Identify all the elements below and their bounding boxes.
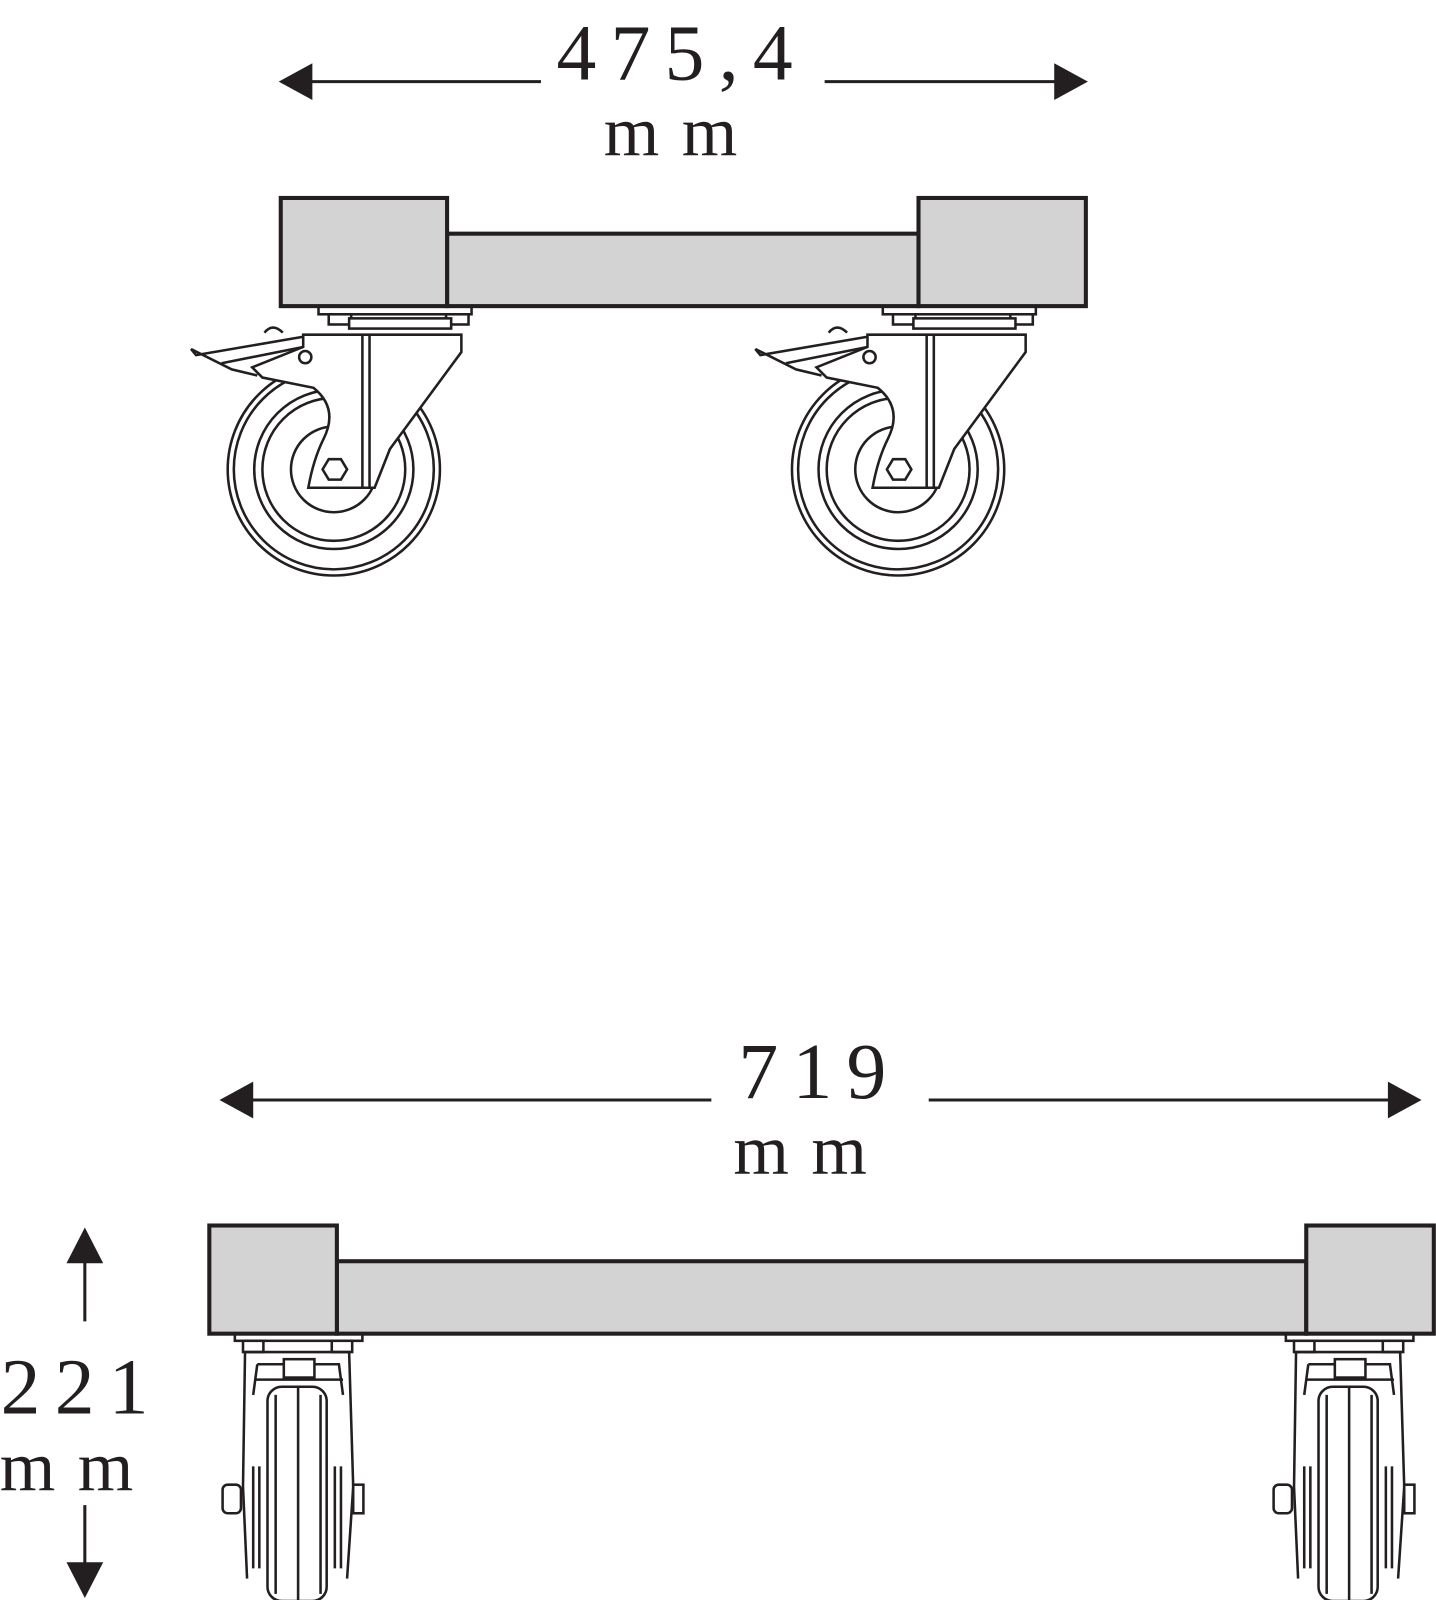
length-dimension-arrow [219,1081,1422,1119]
length-dimension-unit: mm [733,1110,889,1189]
height-dimension-arrow [66,1227,104,1598]
frame-side [278,195,1088,309]
arrowhead-right-icon [1054,63,1088,100]
frame-block-right [1304,1223,1436,1336]
caster-right-front [1272,1332,1416,1600]
caster-right-side [753,304,1038,577]
front-view: 719 mm 221 mm [0,1028,1436,1600]
height-dimension-value: 221 [1,1343,163,1431]
caster-left-front [221,1332,365,1600]
frame-block-left [207,1223,339,1336]
frame-crossbar [334,1259,1309,1336]
arrowhead-left-icon [278,63,313,100]
frame-block-right [916,195,1088,309]
arrowhead-right-icon [1387,1081,1422,1119]
width-dimension-arrow [278,63,1088,100]
arrowhead-left-icon [219,1081,254,1119]
frame-block-left [278,195,450,309]
frame-crossbar [445,231,921,309]
caster-left-side [189,304,473,577]
width-dimension-unit: mm [604,92,760,171]
length-dimension-value: 719 [738,1028,900,1116]
width-dimension-value: 475,4 [557,10,807,98]
height-dimension-unit: mm [0,1427,156,1506]
arrowhead-down-icon [66,1562,104,1598]
frame-front [207,1223,1436,1336]
side-view: 475,4 mm [189,10,1088,577]
arrowhead-up-icon [66,1227,104,1264]
